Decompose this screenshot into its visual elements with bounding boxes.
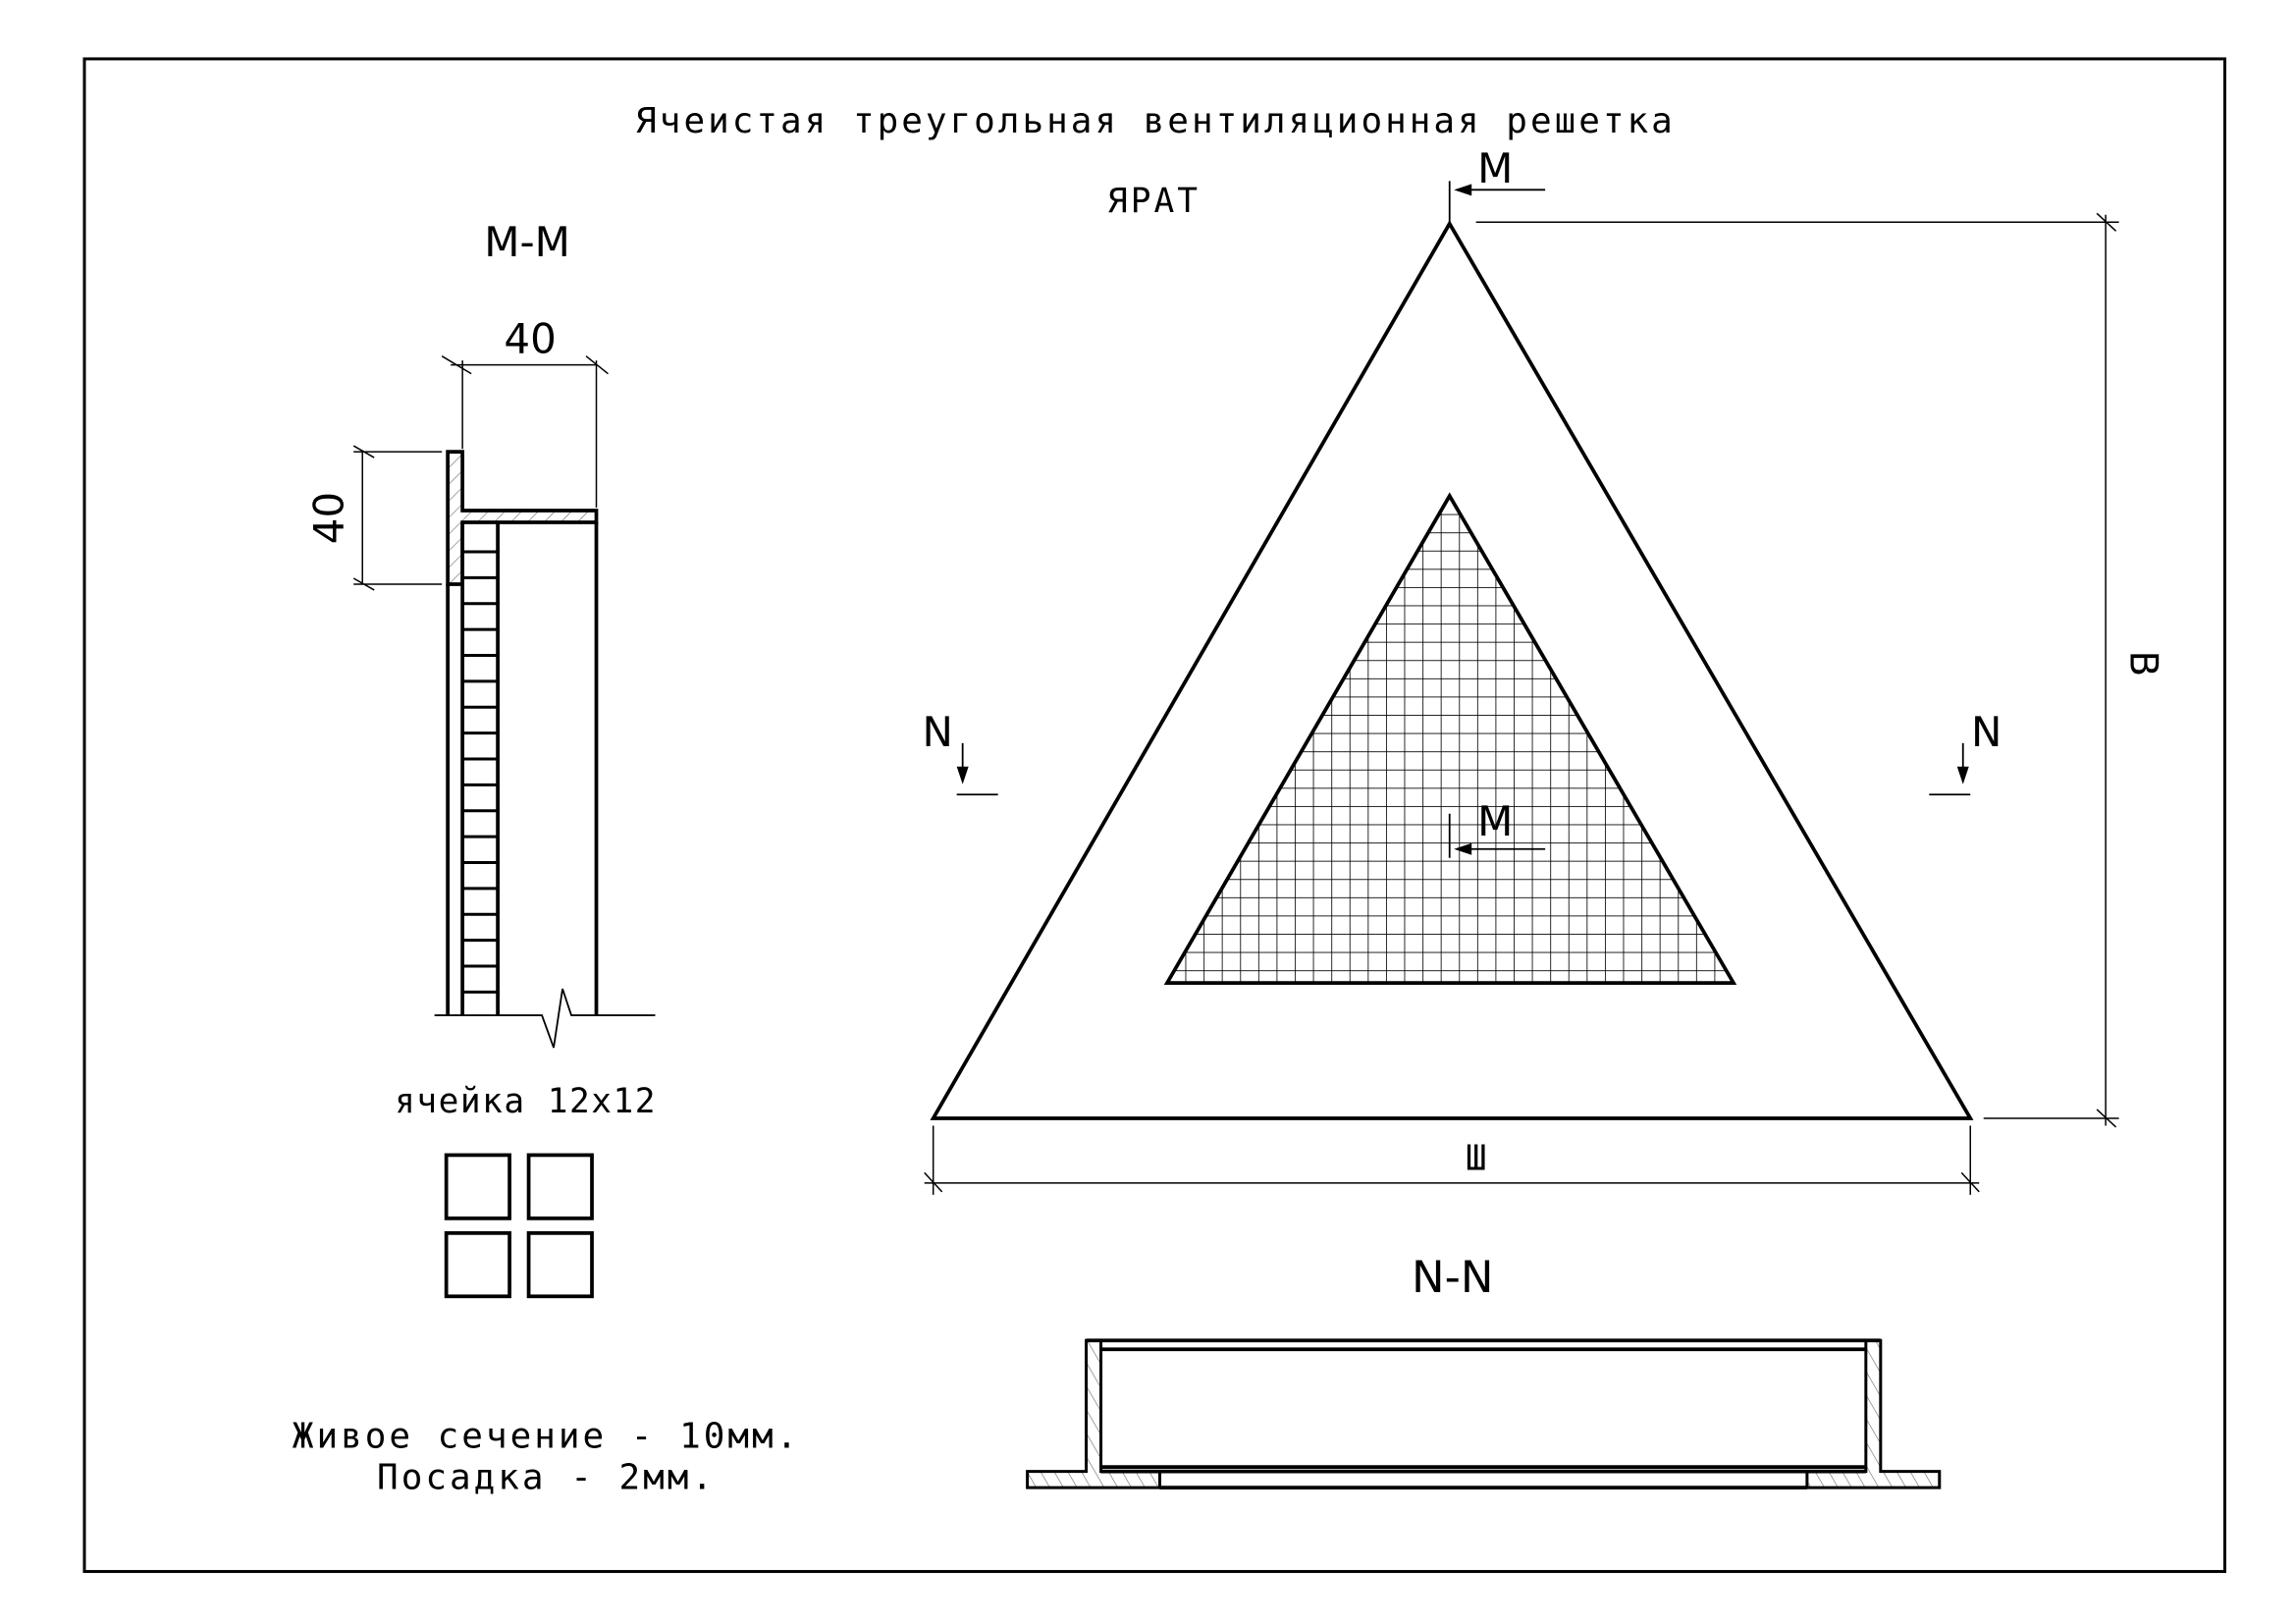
cut-m-top: М — [1477, 144, 1513, 192]
grid-ladder — [462, 550, 499, 994]
model-code: ЯРАТ — [1107, 182, 1201, 221]
cell-square — [526, 1153, 594, 1220]
cut-n-right: N — [1971, 708, 2002, 756]
section-nn-label: N-N — [1412, 1251, 1493, 1303]
inner-triangle — [1163, 492, 1737, 985]
dim-width-sh: Ш — [1466, 1138, 1487, 1178]
cell-label: ячейка 12x12 — [395, 1082, 657, 1121]
dim-height-40: 40 — [305, 492, 353, 544]
plan-view: М М N N В Ш — [922, 144, 2165, 1195]
cell-sample: ячейка 12x12 — [395, 1082, 657, 1299]
note-live-section: Живое сечение - 10мм. — [293, 1417, 801, 1457]
sheet-frame — [82, 57, 2227, 1574]
outer-triangle — [930, 220, 1974, 1120]
section-nn: N-N — [1026, 1251, 1942, 1489]
dim-width-40: 40 — [504, 315, 556, 363]
cell-square — [444, 1153, 511, 1220]
section-mm-label: М-М — [484, 218, 570, 266]
section-mm: М-М 40 40 — [305, 218, 656, 1049]
cell-square — [444, 1230, 511, 1299]
cut-m-inner: М — [1477, 797, 1513, 845]
cell-square — [526, 1230, 594, 1299]
dim-height-b: В — [2121, 651, 2165, 677]
mesh-grid — [1166, 496, 1734, 984]
drawing-title: Ячеистая треугольная вентиляционная реше… — [635, 101, 1676, 141]
note-fit: Посадка - 2мм. — [377, 1458, 716, 1498]
cut-n-left: N — [922, 708, 952, 756]
